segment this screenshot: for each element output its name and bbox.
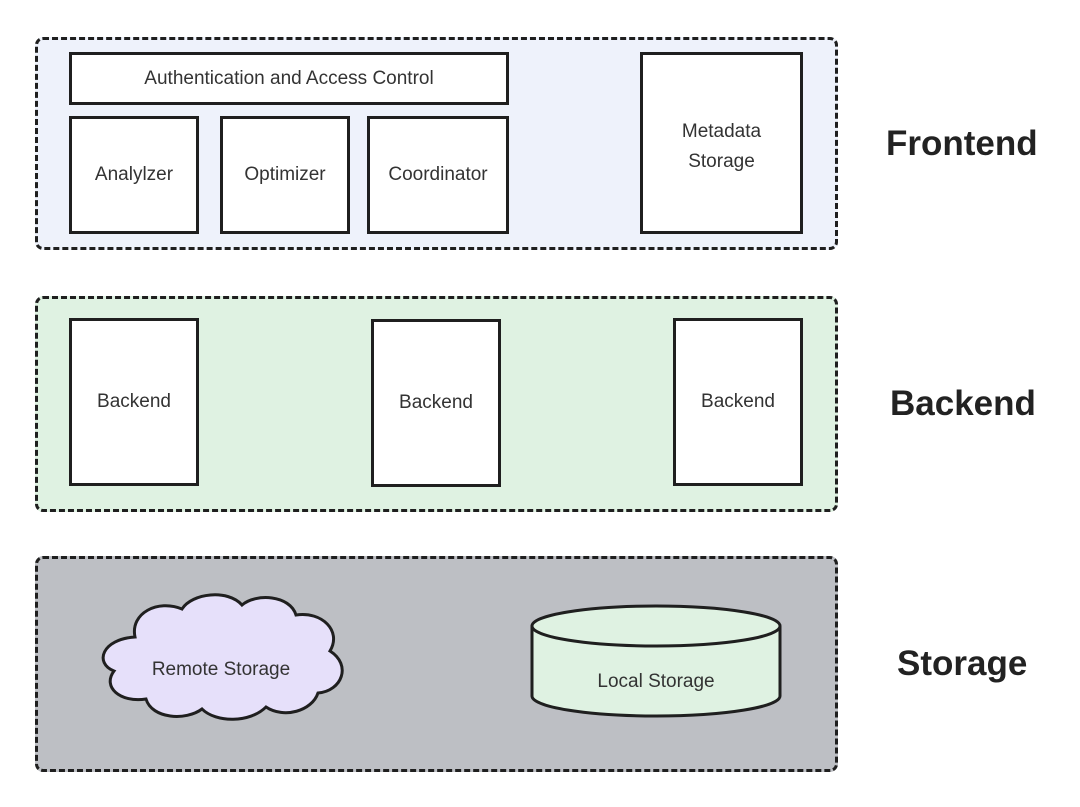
backend-node-label: Backend xyxy=(701,391,775,412)
storage-layer-label: Storage xyxy=(897,644,1028,683)
coordinator-label: Coordinator xyxy=(388,164,488,185)
remote-storage-label: Remote Storage xyxy=(152,659,290,680)
backend-node-label: Backend xyxy=(97,391,171,412)
coordinator-box: Coordinator xyxy=(367,116,509,234)
backend-layer-label: Backend xyxy=(890,384,1036,423)
metadata-storage-box: Metadata Storage xyxy=(640,52,803,234)
backend-node-2: Backend xyxy=(371,319,501,487)
analyzer-label: Analylzer xyxy=(94,164,174,185)
backend-node-label: Backend xyxy=(399,392,473,413)
backend-node-1: Backend xyxy=(69,318,199,486)
metadata-storage-label: Metadata Storage xyxy=(681,121,762,172)
auth-access-control-label: Authentication and Access Control xyxy=(144,67,434,89)
database-icon xyxy=(530,626,782,718)
frontend-layer-label: Frontend xyxy=(886,124,1038,163)
remote-storage-cloud: Remote Storage xyxy=(101,593,344,721)
local-storage-label: Local Storage xyxy=(597,671,714,692)
optimizer-box: Optimizer xyxy=(220,116,350,234)
auth-access-control-box: Authentication and Access Control xyxy=(69,52,509,105)
analyzer-box: Analylzer xyxy=(69,116,199,234)
cloud-icon xyxy=(101,593,344,721)
local-storage-cylinder: Local Storage xyxy=(530,604,782,718)
backend-node-3: Backend xyxy=(673,318,803,486)
optimizer-label: Optimizer xyxy=(244,164,326,185)
